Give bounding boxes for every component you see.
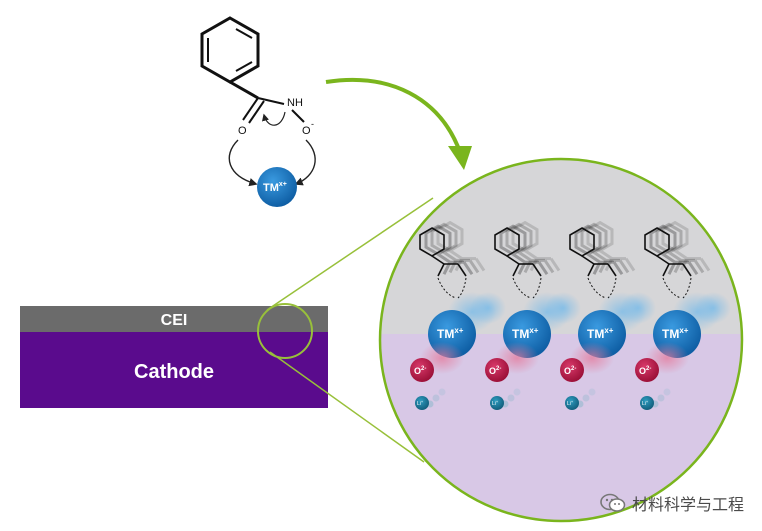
magnifier-circle [257,303,313,359]
tm-ion-top-label: TMx+ [263,181,287,194]
hydroxamate-molecule [200,16,305,124]
tm-ion-top [257,167,297,207]
li-ion-2 [490,396,504,410]
o2-ion-label-3: O2- [564,366,576,376]
cathode-label: Cathode [134,361,214,383]
molecule-motif-1 [419,227,467,299]
zoom-line-top [266,197,434,311]
o2-ion-1 [410,358,434,382]
ring-to-carbonyl-bond [229,80,259,100]
o2-ion-label-4: O2- [639,366,651,376]
molecule-motif-1-ghost [430,222,480,274]
o2-ion-3 [560,358,584,382]
li-trail-dot-3-1 [588,388,596,396]
li-trail-dot-1-2 [432,394,440,402]
n-o-bond [291,109,305,123]
molecule-motif-1-ghost [436,220,486,272]
li-trail-dot-4-2 [657,394,665,402]
li-trail-dot-1-1 [438,388,446,396]
li-ion-label-4: Li+ [642,399,649,407]
c-o-double-bond-b [248,100,265,124]
oxyanion-charge: - [311,119,314,129]
coordination-arrow-left [228,139,258,187]
coordination-arrow-right [294,139,316,186]
adsorbed-molecules [419,220,711,299]
o2-ion-4 [635,358,659,382]
wechat-icon [600,493,626,513]
li-ion-label-3: Li+ [567,399,574,407]
li-ion-3 [565,396,579,410]
carbonyl-o-label: O [238,125,247,137]
li-ion-4 [640,396,654,410]
oxyanion-o-label: O [302,125,311,137]
li-trail-dot-3-2 [582,394,590,402]
resonance-arrow [262,111,286,126]
li-ion-1 [415,396,429,410]
tm-glow-outer-4 [695,292,731,324]
o2-ion-2 [485,358,509,382]
cathode-layer [20,332,328,408]
tm-glow-outer-1 [470,292,506,324]
c-o-double-bond-a [242,97,259,121]
tm-ion-label-2: TMx+ [512,326,539,341]
watermark-text: 材料科学与工程 [631,495,744,514]
tm-glow-outer-2 [545,292,581,324]
nh-label: NH [287,97,303,109]
molecule-motif-3-ghost [586,220,636,272]
watermark: 材料科学与工程 [600,491,744,515]
molecule-motif-2-ghost [505,222,555,274]
interface-ions: TMx+ O2- Li+ TMx+ O2- Li+ TMx+ O2- Li+ TMx+ O2- Li+ [410,292,731,410]
li-ion-label-2: Li+ [492,399,499,407]
molecule-motif-3-ghost [580,222,630,274]
benzene-ring [200,16,260,84]
li-trail-dot-4-1 [663,388,671,396]
li-trail-dot-2-1 [513,388,521,396]
molecule-motif-4-ghost [655,222,705,274]
li-ion-label-1: Li+ [417,399,424,407]
zoom-arrow-head [448,146,472,170]
tm-glow-outer-3 [620,292,656,324]
zoom-line-bottom [269,351,425,463]
c-n-bond [257,97,285,105]
tm-ion-label-3: TMx+ [587,326,614,341]
cei-label: CEI [161,312,188,329]
o2-ion-label-1: O2- [414,366,426,376]
cei-layer [20,306,328,332]
tm-ion-label-4: TMx+ [662,326,689,341]
zoom-arrow [325,77,462,153]
tm-ion-label-1: TMx+ [437,326,464,341]
li-trail-dot-2-2 [507,394,515,402]
molecule-motif-2-ghost [499,224,549,276]
zoom-circle-border [378,157,744,523]
o2-ion-label-2: O2- [489,366,501,376]
zoom-view: TMx+ O2- Li+ TMx+ O2- Li+ TMx+ O2- Li+ TMx+ O2- Li+ [380,159,742,521]
